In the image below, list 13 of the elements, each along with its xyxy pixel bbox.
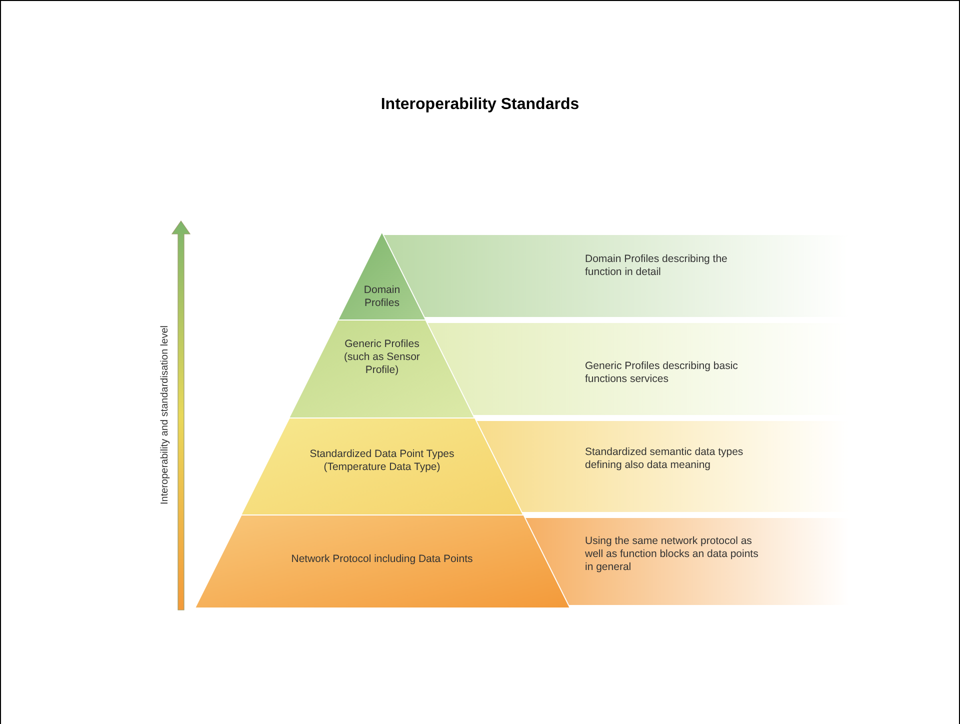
layer-label: Standardized Data Point Types (Temperature Data Type) xyxy=(308,448,456,474)
diagram-title: Interoperability Standards xyxy=(380,96,580,114)
axis-label: Interoperability and standardisation level xyxy=(160,326,170,504)
description-text: Using the same network protocol as well as function blocks an data points in general xyxy=(585,535,760,574)
layer-label: Generic Profiles (such as Sensor Profile) xyxy=(343,338,421,378)
layer-label: Network Protocol including Data Points xyxy=(290,553,474,566)
layer-label: Domain Profiles xyxy=(362,284,402,310)
description-text: Standardized semantic data types defining also data meaning xyxy=(585,446,744,472)
pyramid-layer xyxy=(194,515,570,608)
pyramid-layer xyxy=(240,418,524,515)
pyramid-layer xyxy=(338,232,426,320)
description-text: Domain Profiles describing the function in detail xyxy=(585,253,728,280)
description-text: Generic Profiles describing basic functions services xyxy=(585,360,739,386)
